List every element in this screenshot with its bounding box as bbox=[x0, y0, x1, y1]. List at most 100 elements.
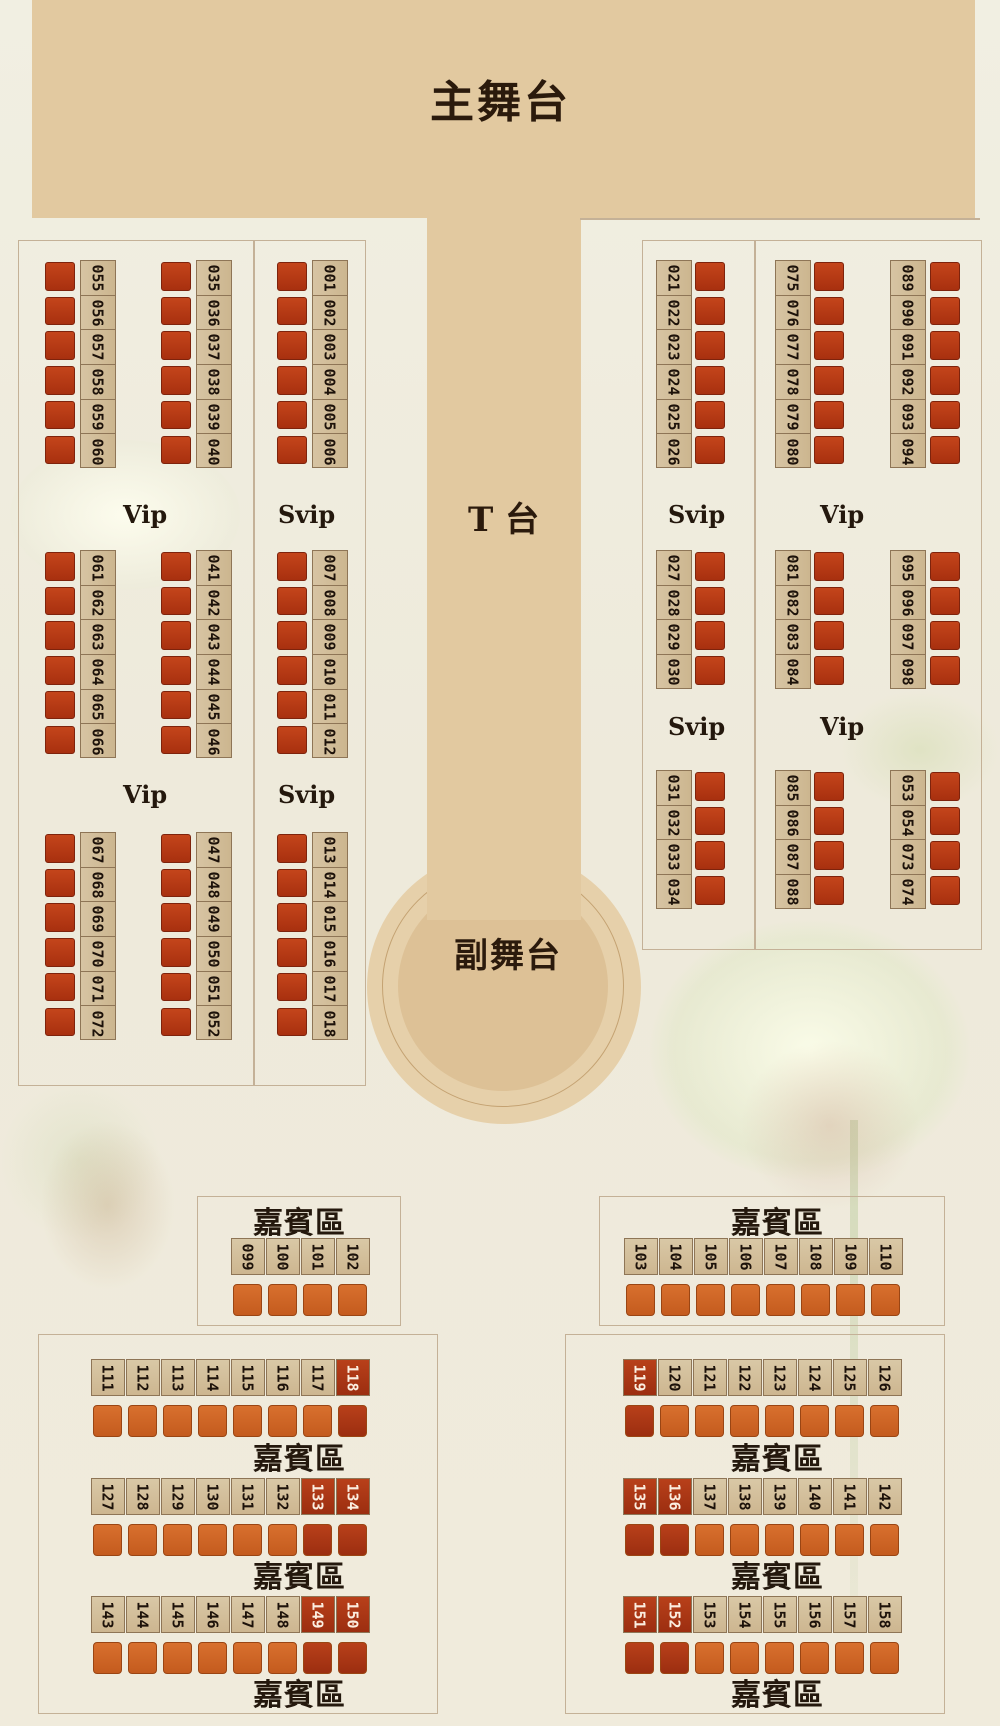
seat-015[interactable] bbox=[277, 903, 307, 933]
seat-021[interactable] bbox=[695, 262, 725, 291]
seat-104[interactable] bbox=[661, 1284, 690, 1316]
seat-147[interactable] bbox=[233, 1642, 262, 1674]
seat-049[interactable] bbox=[161, 903, 191, 933]
seat-101[interactable] bbox=[303, 1284, 332, 1316]
seat-034[interactable] bbox=[695, 876, 725, 905]
seat-068[interactable] bbox=[45, 868, 75, 898]
seat-114[interactable] bbox=[198, 1405, 227, 1437]
seat-031[interactable] bbox=[695, 772, 725, 801]
seat-103[interactable] bbox=[626, 1284, 655, 1316]
seat-018[interactable] bbox=[277, 1007, 307, 1037]
seat-140[interactable] bbox=[800, 1524, 829, 1556]
seat-050[interactable] bbox=[161, 938, 191, 967]
seat-077[interactable] bbox=[814, 331, 844, 361]
seat-017[interactable] bbox=[277, 972, 307, 1002]
seat-141[interactable] bbox=[835, 1524, 864, 1556]
seat-118[interactable] bbox=[338, 1405, 367, 1437]
seat-065[interactable] bbox=[45, 690, 75, 720]
seat-156[interactable] bbox=[800, 1642, 829, 1674]
seat-066[interactable] bbox=[45, 725, 75, 755]
seat-067[interactable] bbox=[45, 834, 75, 863]
seat-044[interactable] bbox=[161, 656, 191, 685]
seat-116[interactable] bbox=[268, 1405, 297, 1437]
seat-024[interactable] bbox=[695, 366, 725, 395]
seat-033[interactable] bbox=[695, 841, 725, 871]
seat-043[interactable] bbox=[161, 621, 191, 651]
seat-134[interactable] bbox=[338, 1524, 367, 1556]
seat-028[interactable] bbox=[695, 586, 725, 616]
seat-126[interactable] bbox=[870, 1405, 899, 1437]
seat-109[interactable] bbox=[836, 1284, 865, 1316]
seat-102[interactable] bbox=[338, 1284, 367, 1316]
seat-100[interactable] bbox=[268, 1284, 297, 1316]
seat-099[interactable] bbox=[233, 1284, 262, 1316]
seat-153[interactable] bbox=[695, 1642, 724, 1674]
seat-045[interactable] bbox=[161, 690, 191, 720]
seat-061[interactable] bbox=[45, 552, 75, 581]
seat-022[interactable] bbox=[695, 296, 725, 326]
seat-132[interactable] bbox=[268, 1524, 297, 1556]
seat-040[interactable] bbox=[161, 435, 191, 465]
seat-120[interactable] bbox=[660, 1405, 689, 1437]
seat-108[interactable] bbox=[801, 1284, 830, 1316]
seat-092[interactable] bbox=[930, 366, 960, 395]
seat-131[interactable] bbox=[233, 1524, 262, 1556]
seat-052[interactable] bbox=[161, 1007, 191, 1037]
seat-113[interactable] bbox=[163, 1405, 192, 1437]
seat-098[interactable] bbox=[930, 656, 960, 685]
seat-115[interactable] bbox=[233, 1405, 262, 1437]
seat-069[interactable] bbox=[45, 903, 75, 933]
seat-129[interactable] bbox=[163, 1524, 192, 1556]
seat-088[interactable] bbox=[814, 876, 844, 905]
seat-023[interactable] bbox=[695, 331, 725, 361]
seat-057[interactable] bbox=[45, 331, 75, 361]
seat-064[interactable] bbox=[45, 656, 75, 685]
seat-086[interactable] bbox=[814, 806, 844, 836]
seat-155[interactable] bbox=[765, 1642, 794, 1674]
seat-001[interactable] bbox=[277, 262, 307, 291]
seat-158[interactable] bbox=[870, 1642, 899, 1674]
seat-048[interactable] bbox=[161, 868, 191, 898]
seat-074[interactable] bbox=[930, 876, 960, 905]
seat-056[interactable] bbox=[45, 296, 75, 326]
seat-007[interactable] bbox=[277, 552, 307, 581]
seat-133[interactable] bbox=[303, 1524, 332, 1556]
seat-042[interactable] bbox=[161, 586, 191, 616]
seat-072[interactable] bbox=[45, 1007, 75, 1037]
seat-073[interactable] bbox=[930, 841, 960, 871]
seat-090[interactable] bbox=[930, 296, 960, 326]
seat-151[interactable] bbox=[625, 1642, 654, 1674]
seat-003[interactable] bbox=[277, 331, 307, 361]
seat-010[interactable] bbox=[277, 656, 307, 685]
seat-076[interactable] bbox=[814, 296, 844, 326]
seat-124[interactable] bbox=[800, 1405, 829, 1437]
seat-149[interactable] bbox=[303, 1642, 332, 1674]
seat-105[interactable] bbox=[696, 1284, 725, 1316]
seat-130[interactable] bbox=[198, 1524, 227, 1556]
seat-035[interactable] bbox=[161, 262, 191, 291]
seat-117[interactable] bbox=[303, 1405, 332, 1437]
seat-006[interactable] bbox=[277, 435, 307, 465]
seat-012[interactable] bbox=[277, 725, 307, 755]
seat-058[interactable] bbox=[45, 366, 75, 395]
seat-053[interactable] bbox=[930, 772, 960, 801]
seat-119[interactable] bbox=[625, 1405, 654, 1437]
seat-038[interactable] bbox=[161, 366, 191, 395]
seat-106[interactable] bbox=[731, 1284, 760, 1316]
seat-079[interactable] bbox=[814, 400, 844, 430]
seat-051[interactable] bbox=[161, 972, 191, 1002]
seat-107[interactable] bbox=[766, 1284, 795, 1316]
seat-002[interactable] bbox=[277, 296, 307, 326]
seat-145[interactable] bbox=[163, 1642, 192, 1674]
seat-029[interactable] bbox=[695, 621, 725, 651]
seat-144[interactable] bbox=[128, 1642, 157, 1674]
seat-084[interactable] bbox=[814, 656, 844, 685]
seat-125[interactable] bbox=[835, 1405, 864, 1437]
seat-137[interactable] bbox=[695, 1524, 724, 1556]
seat-083[interactable] bbox=[814, 621, 844, 651]
seat-036[interactable] bbox=[161, 296, 191, 326]
seat-009[interactable] bbox=[277, 621, 307, 651]
seat-039[interactable] bbox=[161, 400, 191, 430]
seat-062[interactable] bbox=[45, 586, 75, 616]
seat-150[interactable] bbox=[338, 1642, 367, 1674]
